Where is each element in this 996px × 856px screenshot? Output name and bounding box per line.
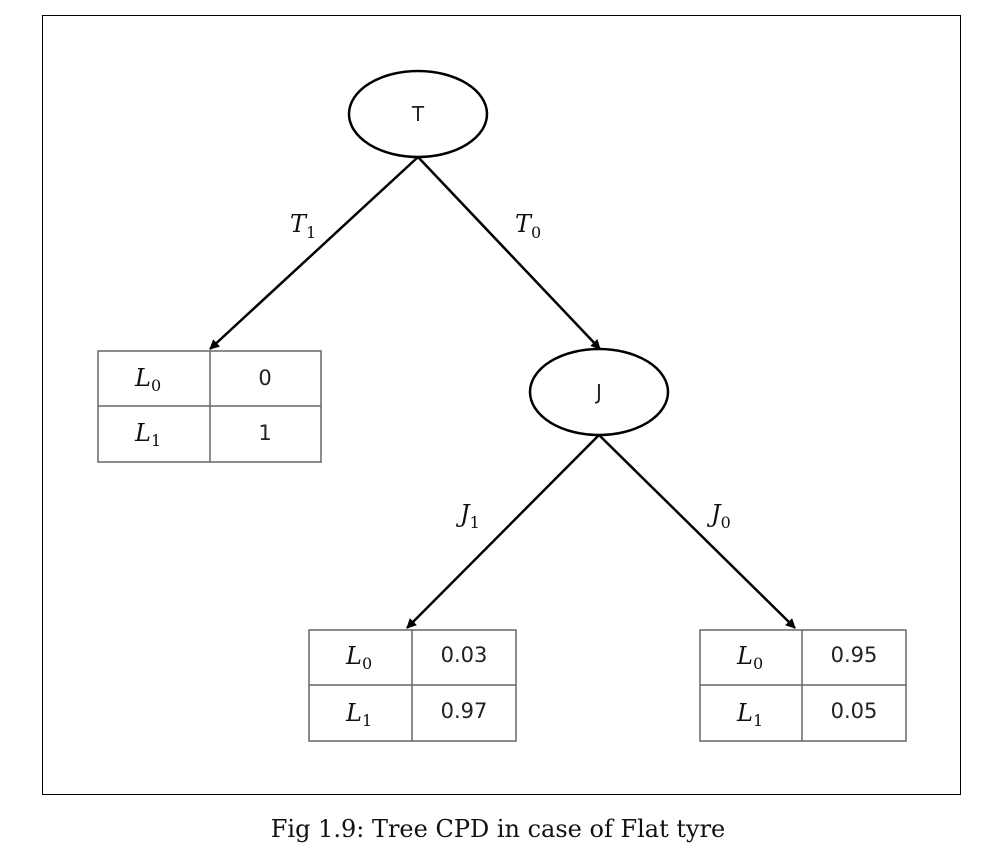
edge-label-j0: J0 (706, 500, 731, 532)
node-t: T (347, 69, 489, 159)
node-t-label: T (411, 102, 425, 126)
node-j-label: J (594, 380, 602, 404)
figure-caption: Fig 1.9: Tree CPD in case of Flat tyre (270, 815, 726, 843)
table-t1-row1-var: L1 (134, 419, 161, 450)
table-t1-row0-var: L0 (134, 364, 161, 395)
cpd-table-j1: L0 0.03 L1 0.97 (308, 629, 517, 742)
edge-label-t0: T0 (515, 210, 541, 242)
table-t1-row0-value: 0 (258, 366, 271, 390)
edge-label-j1: J1 (455, 500, 480, 532)
edge-j-to-right-table (598, 434, 796, 629)
edge-j-to-left-table (406, 434, 600, 629)
edge-label-t1: T1 (290, 210, 316, 242)
table-j1-row1-var: L1 (345, 699, 372, 730)
table-j1-row0-value: 0.03 (441, 643, 488, 667)
table-j1-row0-var: L0 (345, 642, 372, 673)
table-j1-row1-value: 0.97 (441, 699, 488, 723)
table-t1-row1-value: 1 (258, 421, 271, 445)
node-j: J (528, 347, 670, 437)
cpd-table-j0: L0 0.95 L1 0.05 (699, 629, 907, 742)
edge-t-to-j (417, 156, 601, 350)
edge-t-to-left-table (209, 156, 419, 350)
figure-frame (42, 15, 961, 795)
table-j0-row1-var: L1 (736, 699, 763, 730)
table-j0-row0-var: L0 (736, 642, 763, 673)
cpd-table-t1: L0 0 L1 1 (97, 350, 322, 463)
table-j0-row1-value: 0.05 (831, 699, 878, 723)
table-j0-row0-value: 0.95 (831, 643, 878, 667)
